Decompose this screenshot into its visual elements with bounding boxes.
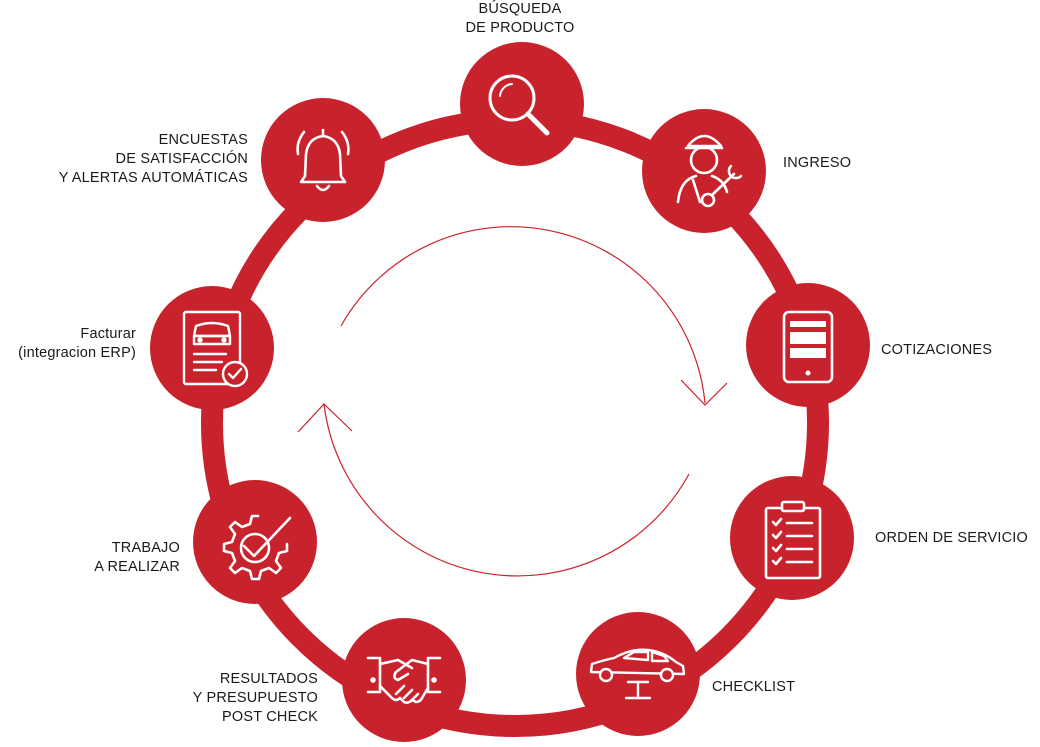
tablet-icon [782,310,834,384]
node-facturar [150,286,274,410]
node-cotizaciones [746,283,870,407]
node-ingreso [642,109,766,233]
label-ingreso: INGRESO [783,155,852,171]
clipboard-checklist-icon [764,500,822,580]
label-cotizaciones: COTIZACIONES [881,342,993,358]
invoice-car-icon [182,310,249,388]
node-checklist [576,612,700,736]
label-orden: ORDEN DE SERVICIO [875,530,1028,546]
gear-check-icon [222,514,292,581]
label-encuestas: ENCUESTAS DE SATISFACCIÓN Y ALERTAS AUTO… [58,132,248,186]
label-trabajo: TRABAJO A REALIZAR [94,540,180,575]
cycle-arrow-bottom-head [297,403,353,433]
cycle-arrow-bottom [323,403,690,577]
magnifier-icon [488,74,550,136]
mechanic-icon [676,134,743,208]
node-busqueda [460,42,584,166]
node-orden [730,476,854,600]
node-trabajo [193,480,317,604]
node-encuestas [261,98,385,222]
car-lift-icon [589,648,686,700]
handshake-icon [366,656,442,704]
label-checklist: CHECKLIST [712,679,796,695]
cycle-arrows [297,226,728,577]
label-resultados: RESULTADOS Y PRESUPUESTO POST CHECK [192,671,318,725]
node-resultados [342,618,466,742]
bell-icon [296,128,350,192]
label-busqueda: BÚSQUEDA DE PRODUCTO [465,1,575,36]
label-facturar: Facturar (integracion ERP) [18,326,136,361]
cycle-arrow-top-head [680,379,728,406]
cycle-arrow-top [340,226,706,404]
